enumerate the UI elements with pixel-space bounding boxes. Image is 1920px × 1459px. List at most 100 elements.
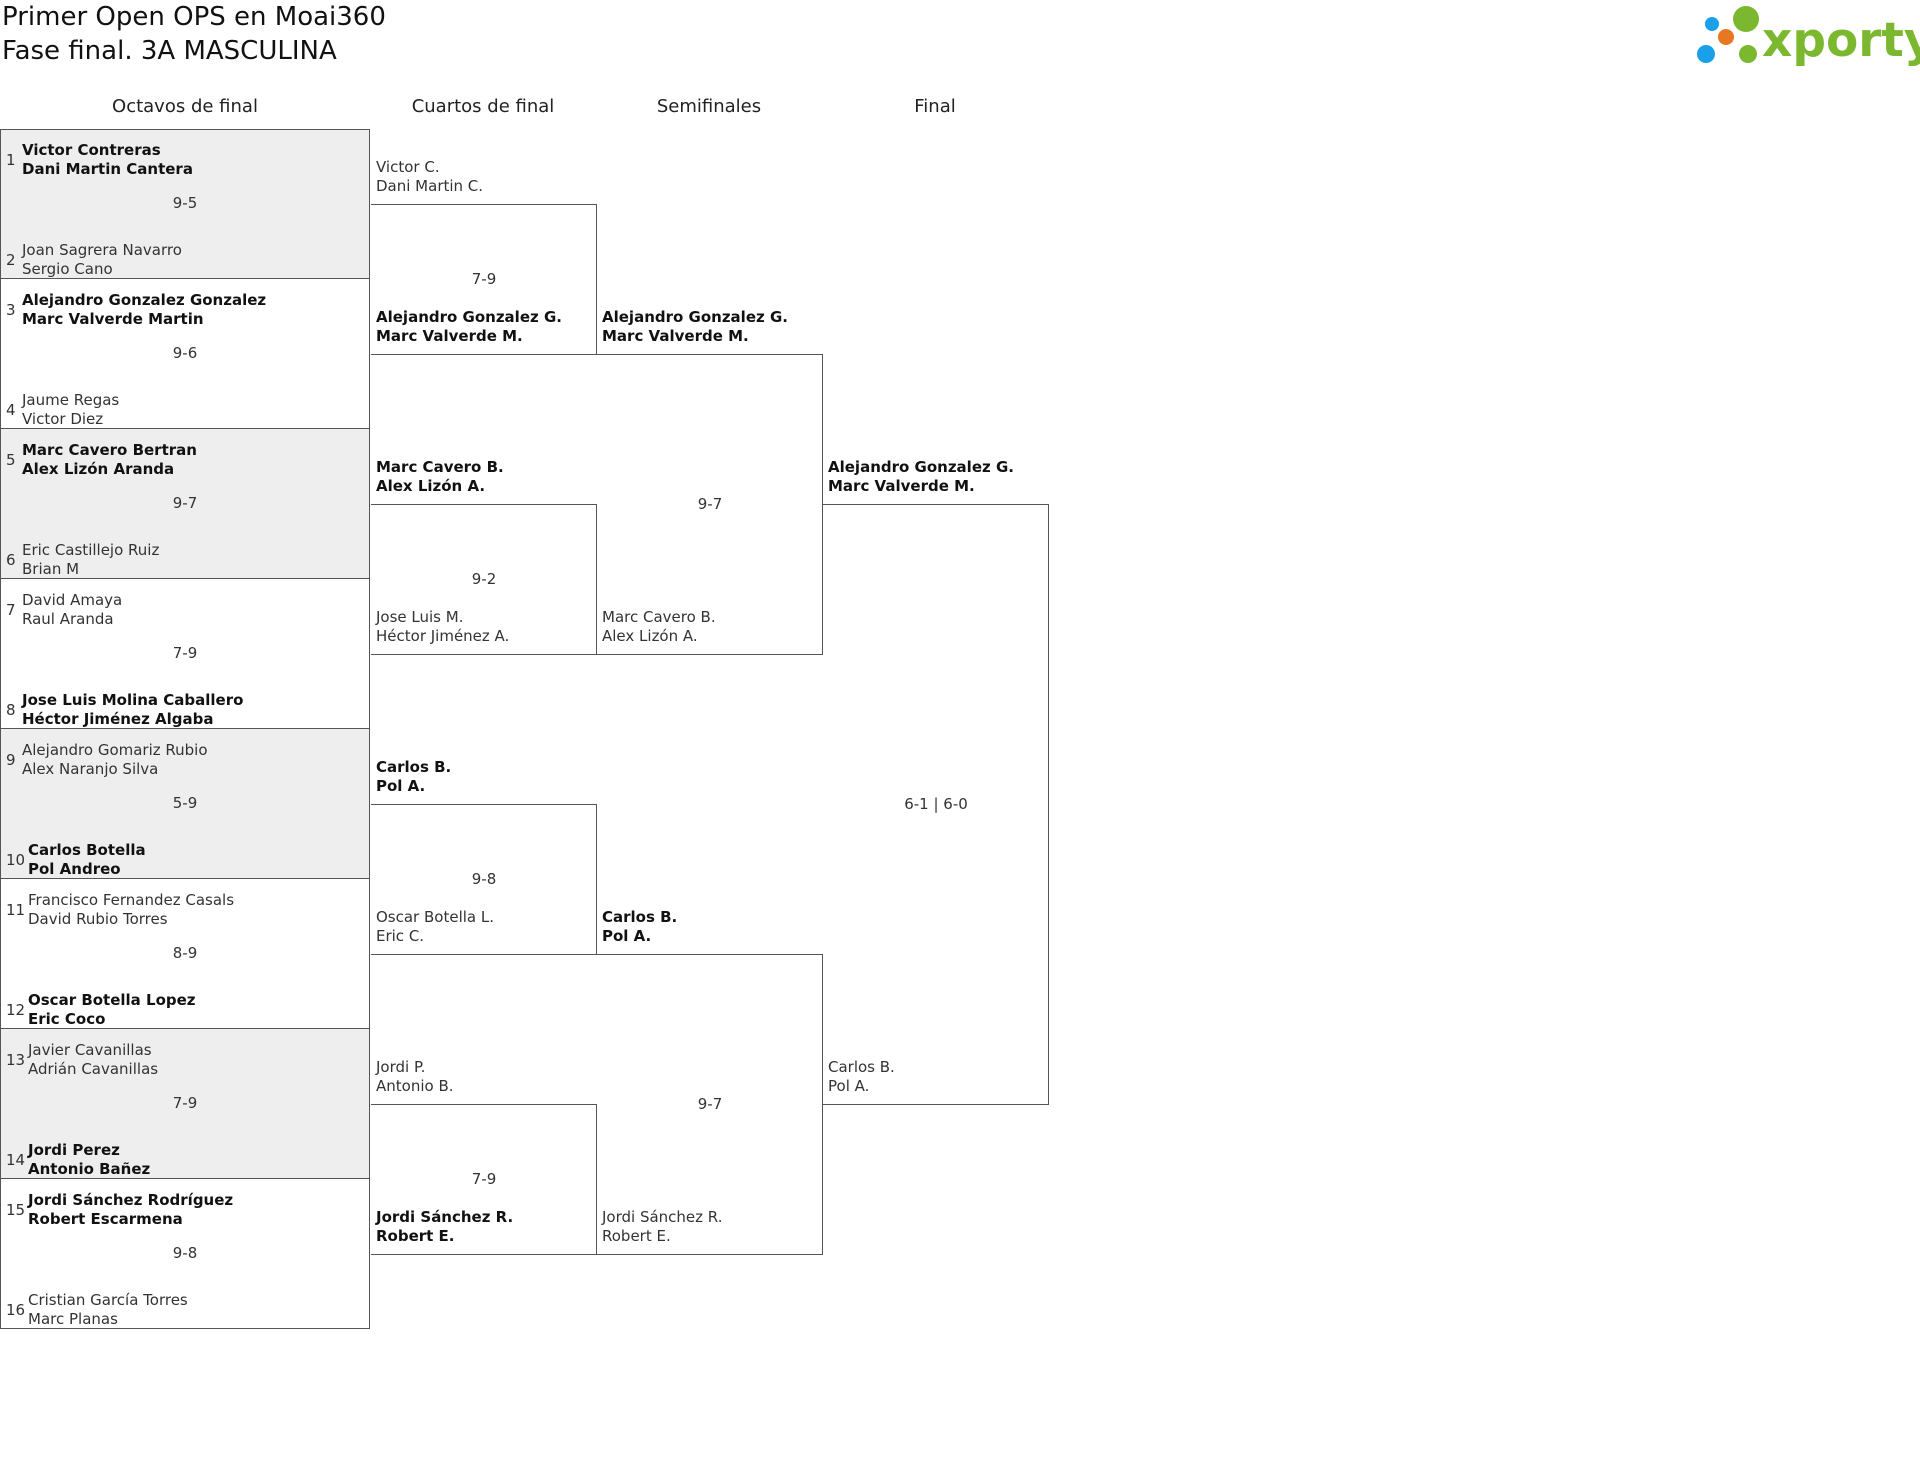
player-name: Marc Valverde M. [602,327,749,345]
seed-number: 10 [6,851,26,869]
match-box-octavos [0,879,370,1029]
player-name: Javier Cavanillas [28,1041,152,1059]
player-name: Victor Diez [22,410,104,428]
player-name: Jordi Sánchez R. [602,1208,723,1226]
match-box-octavos [0,1179,370,1329]
team-pair-cuartos: Oscar Botella L.Eric C. [376,908,494,946]
bracket-connector-cuartos [371,204,597,355]
match-box-octavos [0,279,370,429]
player-name: Dani Martin C. [376,177,484,195]
player-name: Jaume Regas [22,391,120,409]
player-name: Cristian García Torres [28,1291,188,1309]
seed-number: 12 [6,1001,26,1019]
match-score-octavos: 5-9 [172,794,198,812]
match-score-octavos: 9-8 [172,1244,198,1262]
seed-number: 13 [6,1051,26,1069]
player-name: Adrián Cavanillas [28,1060,159,1078]
seed-number: 2 [6,251,16,269]
player-name: Alejandro Gonzalez G. [602,308,788,326]
logo-dot-blue [1697,45,1715,63]
player-name: Pol Andreo [28,860,121,878]
team-pair-final: Alejandro Gonzalez G.Marc Valverde M. [828,458,1014,496]
player-name: Marc Planas [28,1310,118,1328]
player-name: Robert E. [376,1227,455,1245]
player-name: Héctor Jiménez A. [376,627,510,645]
player-name: Alejandro Gonzalez Gonzalez [22,291,267,309]
team-pair-cuartos: Jose Luis M.Héctor Jiménez A. [376,608,509,646]
player-name: Dani Martin Cantera [22,160,193,178]
team-pair-cuartos: Carlos B.Pol A. [376,758,451,796]
player-name: Antonio Bañez [28,1160,151,1178]
player-name: Alejandro Gonzalez G. [376,308,562,326]
player-name: Oscar Botella Lopez [28,991,196,1009]
player-name: David Rubio Torres [28,910,168,928]
player-name: Joan Sagrera Navarro [22,241,182,259]
match-box-octavos [0,1029,370,1179]
player-name: Robert Escarmena [28,1210,183,1228]
seed-number: 7 [6,601,16,619]
match-score-cuartos: 9-8 [471,870,497,888]
player-name: Alejandro Gomariz Rubio [22,741,208,759]
round-header-octavos: Octavos de final [112,96,258,117]
player-name: Francisco Fernandez Casals [28,891,235,909]
player-name: Carlos B. [602,908,678,926]
player-name: Carlos B. [376,758,452,776]
seed-number: 1 [6,151,16,169]
seed-number: 3 [6,301,16,319]
bracket-connector-cuartos [371,1104,597,1255]
seed-number: 11 [6,901,26,919]
player-name: Marc Valverde M. [376,327,523,345]
seed-number: 16 [6,1301,26,1319]
match-box-octavos [0,429,370,579]
team-pair-cuartos: Victor C.Dani Martin C. [376,158,483,196]
player-name: Alex Naranjo Silva [22,760,159,778]
player-name: Pol A. [602,927,652,945]
round-header-semis: Semifinales [656,96,762,117]
player-name: Alex Lizón A. [602,627,698,645]
bracket-connector-semis [597,954,823,1255]
match-score-octavos: 7-9 [172,644,198,662]
match-score-semis: 9-7 [697,1095,723,1113]
seed-number: 9 [6,751,16,769]
match-box-octavos [0,579,370,729]
player-name: David Amaya [22,591,123,609]
match-score-semis: 9-7 [697,495,723,513]
player-name: Jose Luis Molina Caballero [22,691,244,709]
team-pair-cuartos: Jordi Sánchez R.Robert E. [376,1208,513,1246]
player-name: Jordi Sánchez Rodríguez [28,1191,234,1209]
team-pair-cuartos: Alejandro Gonzalez G.Marc Valverde M. [376,308,562,346]
match-score-octavos: 8-9 [172,944,198,962]
logo-dot-blue-small [1705,17,1719,31]
logo-dot-green [1733,6,1759,32]
bracket-connector-cuartos [371,504,597,655]
bracket-connector-semis [597,354,823,655]
player-name: Raul Aranda [22,610,114,628]
player-name: Héctor Jiménez Algaba [22,710,214,728]
logo-dot-orange [1718,29,1734,45]
team-pair-semis: Marc Cavero B.Alex Lizón A. [602,608,716,646]
team-pair-cuartos: Jordi P.Antonio B. [376,1058,454,1096]
player-name: Jordi Perez [28,1141,120,1159]
team-pair-semis: Alejandro Gonzalez G.Marc Valverde M. [602,308,788,346]
player-name: Marc Valverde Martin [22,310,204,328]
logo-text: xporty [1762,13,1920,68]
player-name: Carlos B. [828,1058,895,1076]
seed-number: 5 [6,451,16,469]
player-name: Marc Valverde M. [828,477,975,495]
player-name: Eric Coco [28,1010,106,1028]
player-name: Marc Cavero Bertran [22,441,197,459]
player-name: Alex Lizón A. [376,477,486,495]
round-header-cuartos: Cuartos de final [411,96,555,117]
player-name: Marc Cavero B. [602,608,716,626]
team-pair-semis: Jordi Sánchez R.Robert E. [602,1208,722,1246]
